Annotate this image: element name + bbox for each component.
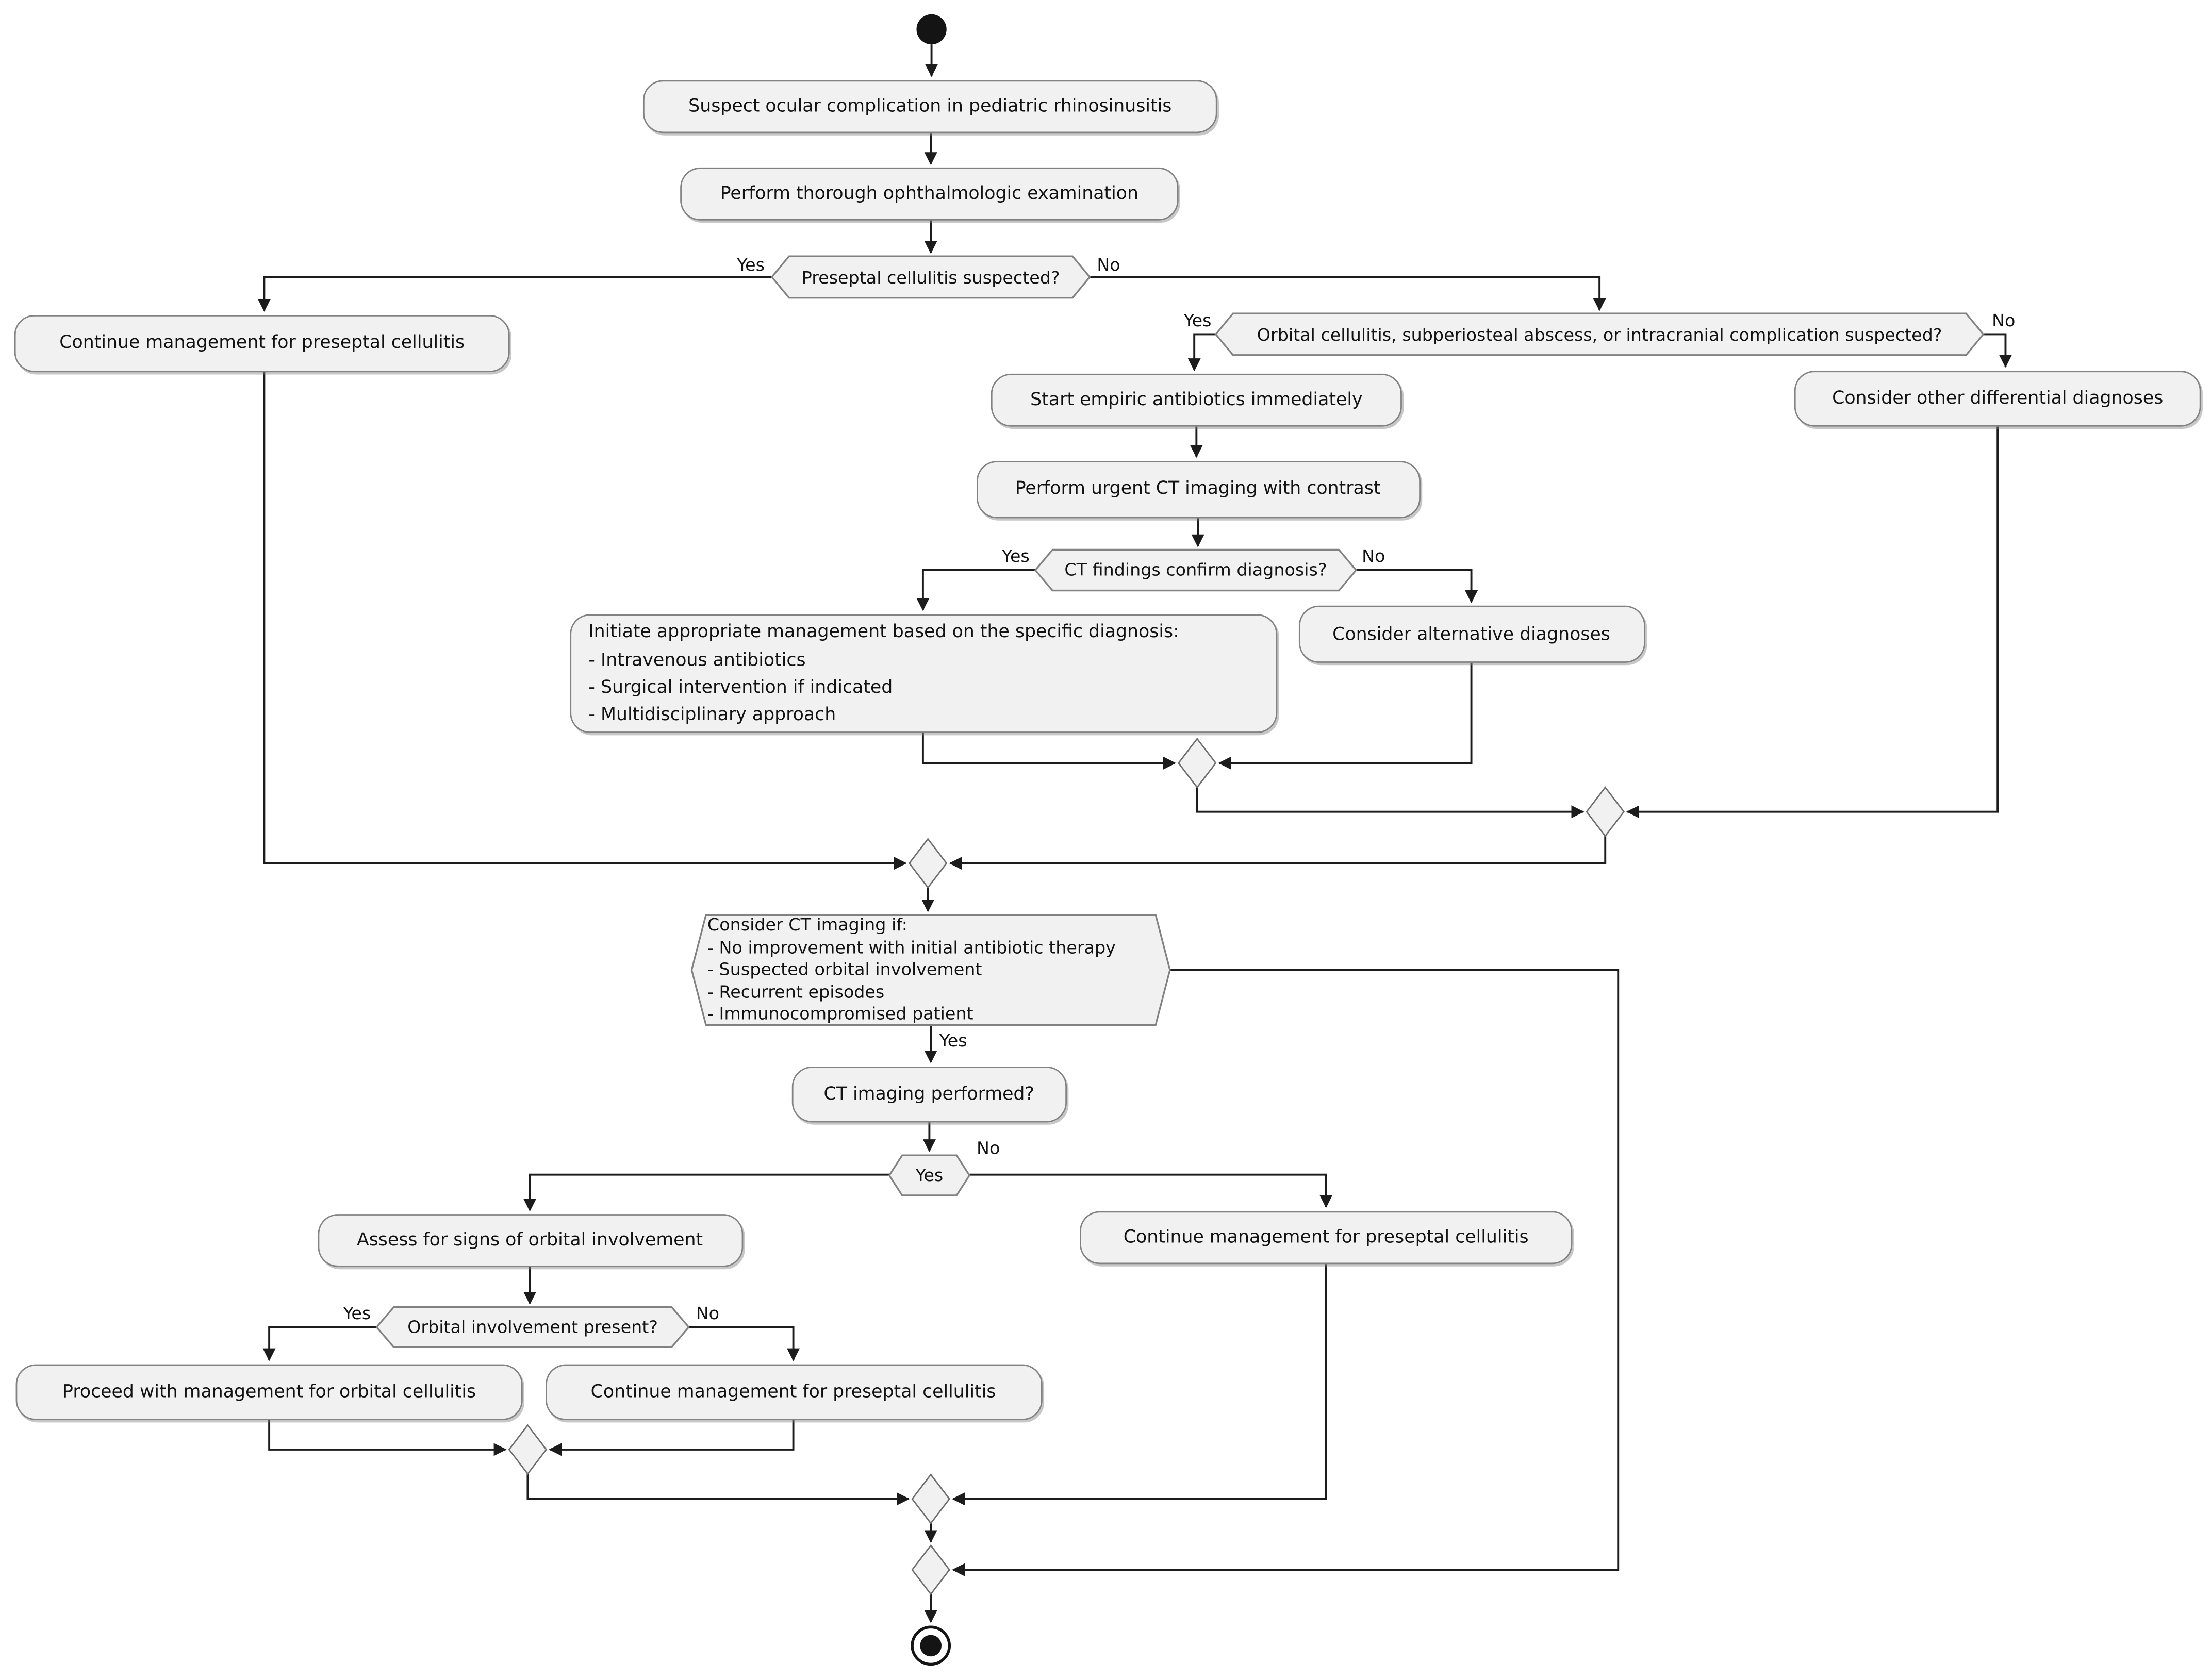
decision-label: Orbital involvement present?: [407, 1317, 658, 1337]
activity-urgent-ct: Perform urgent CT imaging with contrast: [976, 460, 1420, 518]
hexagon-shape: [690, 913, 1171, 1026]
activity-alternative-diagnoses: Consider alternative diagnoses: [1298, 605, 1645, 663]
edge-label-orbital-yes: Yes: [1183, 310, 1212, 330]
activity-assess-orbital: Assess for signs of orbital involvement: [317, 1214, 742, 1267]
edge-orbital-yes: [1187, 333, 1216, 372]
activity-continue-preseptal-mid: Continue management for preseptal cellul…: [1080, 1210, 1573, 1265]
activity-initiate-management: Initiate appropriate management based on…: [570, 613, 1278, 733]
merge-diamond-5: [911, 1473, 951, 1525]
edge-label-findings-no: No: [1362, 546, 1385, 566]
decision-preseptal-suspected: Preseptal cellulitis suspected?: [770, 255, 1091, 299]
merge-diamond-3: [908, 838, 948, 889]
edge-involvement-yes: [262, 1326, 377, 1361]
edge-label-orbital-no: No: [1992, 310, 2015, 330]
edge-continuebottom-merge4: [549, 1419, 795, 1456]
decision-orbital-involvement: Orbital involvement present?: [375, 1306, 690, 1349]
edge-label-ctdone-no: No: [977, 1138, 1000, 1158]
edge-label-involvement-no: No: [696, 1303, 719, 1323]
hexagon-shape: [1034, 548, 1358, 592]
merge-diamond-1: [1177, 737, 1217, 789]
edge-merge4-merge5: [526, 1474, 910, 1506]
start-node: [916, 14, 947, 45]
decision-label: CT findings confirm diagnosis?: [1064, 560, 1327, 580]
activity-suspect-ocular-complication: Suspect ocular complication in pediatric…: [642, 80, 1217, 134]
edge-label-preseptal-yes: Yes: [736, 255, 765, 275]
edge-label-involvement-yes: Yes: [343, 1303, 371, 1323]
edge-continuemid-merge5: [952, 1264, 1327, 1506]
merge-diamond-4: [508, 1424, 548, 1475]
hexagon-shape: [1214, 312, 1985, 356]
hexagon-shape: [888, 1154, 971, 1196]
edge-preseptal-no: [1090, 276, 1606, 311]
edge-otherdiff-merge2: [1626, 426, 1999, 819]
activity-proceed-orbital: Proceed with management for orbital cell…: [15, 1363, 523, 1420]
edge-findings-no: [1356, 569, 1478, 604]
edge-merge1-merge2: [1196, 787, 1585, 819]
edge-considerct-else: [952, 969, 1620, 1576]
decision-label: Consider CT imaging if: - No improvement…: [707, 915, 1116, 1024]
merge-diamond-2: [1586, 786, 1625, 838]
edge-findings-yes: [916, 569, 1035, 611]
decision-orbital-cellulitis: Orbital cellulitis, subperiosteal absces…: [1214, 312, 1985, 356]
end-node-dot: [920, 1635, 942, 1657]
decision-ct-findings: CT findings confirm diagnosis?: [1034, 548, 1358, 592]
decision-consider-ct-imaging: Consider CT imaging if: - No improvement…: [690, 913, 1171, 1026]
decision-label: Orbital cellulitis, subperiosteal absces…: [1257, 324, 1942, 344]
edge-ctdone-no: [969, 1173, 1333, 1208]
edge-leftbox-merge3: [263, 371, 907, 870]
edge-orbital-no: [1983, 333, 2012, 368]
edge-altdiag-merge1: [1218, 662, 1473, 770]
activity-start-antibiotics: Start empiric antibiotics immediately: [991, 373, 1402, 427]
edge-preseptal-yes: [257, 276, 772, 312]
edge-involvement-no: [688, 1326, 800, 1361]
edge-ctdone-yes: [523, 1173, 889, 1212]
activity-other-differential: Consider other differential diagnoses: [1794, 370, 2201, 427]
activity-perform-exam: Perform thorough ophthalmologic examinat…: [680, 167, 1179, 220]
activity-continue-preseptal-bottom: Continue management for preseptal cellul…: [544, 1363, 1042, 1420]
decision-label: Preseptal cellulitis suspected?: [801, 267, 1060, 287]
decision-label: Yes: [915, 1165, 944, 1185]
edge-label-findings-yes: Yes: [1001, 546, 1030, 566]
edge-label-considerct-yes: Yes: [939, 1030, 967, 1051]
activity-continue-preseptal-left: Continue management for preseptal cellul…: [14, 314, 510, 372]
edge-initiate-merge1: [921, 732, 1176, 770]
hexagon-shape: [375, 1306, 690, 1349]
decision-ct-done: Yes: [888, 1154, 971, 1196]
merge-diamond-6: [911, 1544, 951, 1595]
edge-merge2-merge3: [949, 836, 1607, 870]
edge-label-preseptal-no: No: [1097, 255, 1120, 275]
hexagon-shape: [770, 255, 1091, 299]
activity-ct-performed: CT imaging performed?: [791, 1066, 1066, 1123]
edge-proceed-merge4: [268, 1420, 507, 1456]
